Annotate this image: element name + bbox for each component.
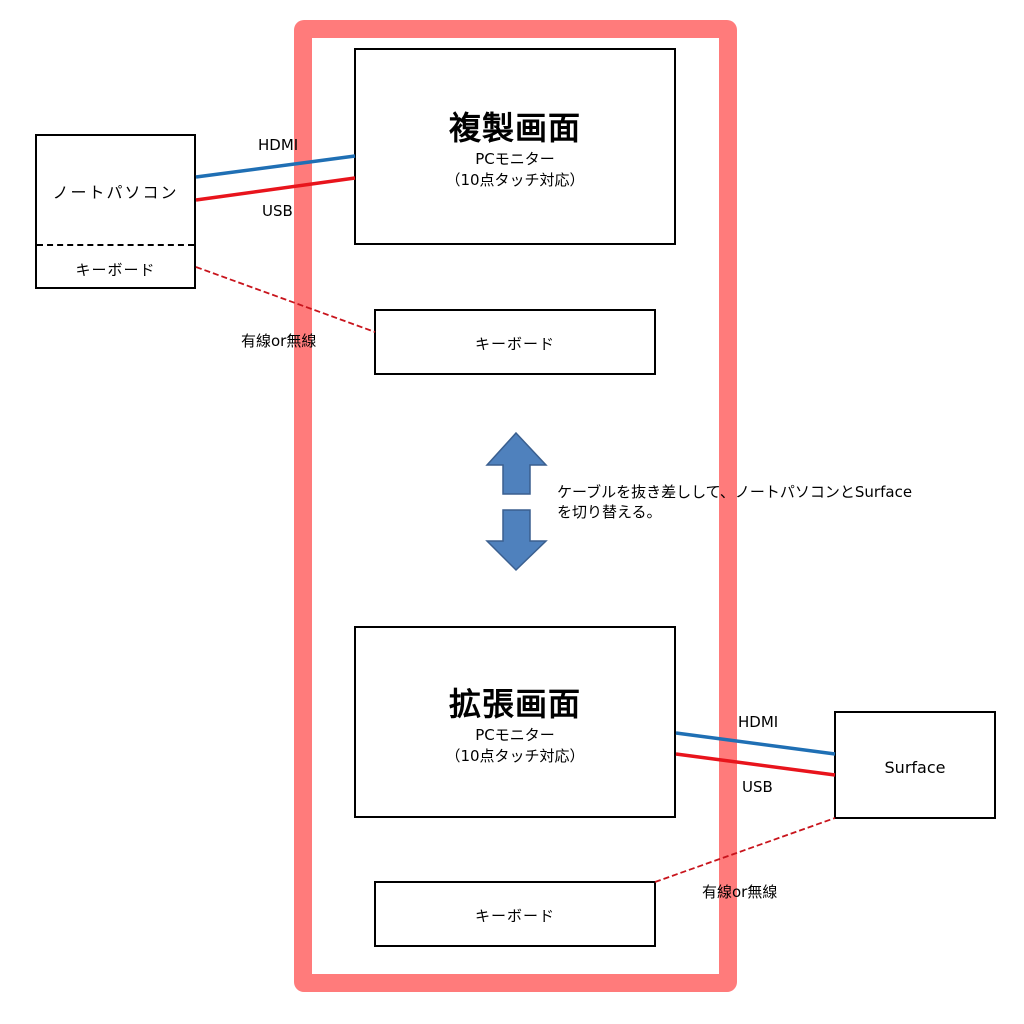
surface-box: Surface <box>834 711 996 819</box>
laptop-keyboard-label: キーボード <box>75 261 156 279</box>
switch-note-line2: を切り替える。 <box>557 503 662 521</box>
monitor-extended-subtitle: PCモニター <box>475 726 555 744</box>
surface-usb-label: USB <box>742 778 773 796</box>
monitor-extended-note: （10点タッチ対応） <box>445 747 585 765</box>
laptop-usb-label: USB <box>262 202 293 220</box>
surface-hdmi-label: HDMI <box>738 713 779 731</box>
switch-note-line1: ケーブルを抜き差しして、ノートパソコンとSurface <box>557 483 913 501</box>
keyboard-bottom-box: キーボード <box>374 881 656 947</box>
laptop-keyboard-divider <box>37 244 194 246</box>
monitor-duplicate-subtitle: PCモニター <box>475 150 555 168</box>
monitor-duplicate-title: 複製画面 <box>448 109 581 147</box>
monitor-duplicate-box: 複製画面 PCモニター （10点タッチ対応） <box>354 48 676 245</box>
monitor-duplicate-note: （10点タッチ対応） <box>445 171 585 189</box>
monitor-extended-box: 拡張画面 PCモニター （10点タッチ対応） <box>354 626 676 818</box>
surface-label: Surface <box>884 758 946 777</box>
laptop-box: ノートパソコン キーボード <box>35 134 196 289</box>
laptop-hdmi-label: HDMI <box>258 136 299 154</box>
laptop-keyboard-link-label: 有線or無線 <box>241 332 317 350</box>
monitor-extended-title: 拡張画面 <box>448 685 581 723</box>
keyboard-bottom-label: キーボード <box>474 907 555 925</box>
keyboard-top-box: キーボード <box>374 309 656 375</box>
laptop-label: ノートパソコン <box>52 183 179 202</box>
surface-keyboard-link-label: 有線or無線 <box>702 883 778 901</box>
keyboard-top-label: キーボード <box>474 335 555 353</box>
switch-note: ケーブルを抜き差しして、ノートパソコンとSurface を切り替える。 <box>557 482 912 522</box>
